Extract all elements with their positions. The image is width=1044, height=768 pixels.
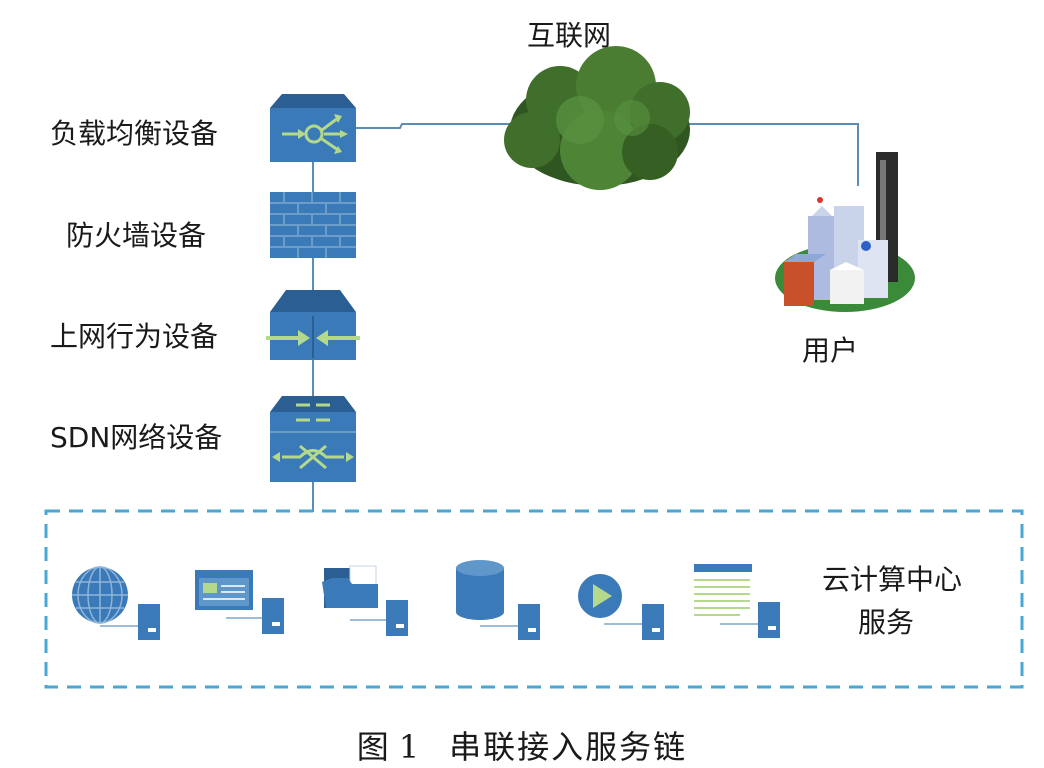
application-service-icon xyxy=(195,570,284,634)
file-service-folder-icon xyxy=(322,565,408,636)
sdn-switch-icon xyxy=(270,396,356,482)
user-city-icon xyxy=(775,152,915,312)
behavior-management-icon xyxy=(266,290,360,360)
cloud-center-dashed-box xyxy=(44,509,1024,689)
firewall-icon xyxy=(270,192,356,258)
cloud-center-label-line1: 云计算中心 xyxy=(822,563,963,596)
database-service-icon xyxy=(456,560,540,640)
user-label: 用户 xyxy=(802,334,859,367)
load-balancer-icon xyxy=(270,94,356,162)
internet-label: 互联网 xyxy=(527,19,612,52)
document-service-icon xyxy=(694,564,780,638)
device-label-firewall: 防火墙设备 xyxy=(66,219,207,252)
web-service-globe-icon xyxy=(72,566,160,640)
cloud-center-label-line2: 服务 xyxy=(858,606,915,639)
caption-figure: 图 xyxy=(356,728,391,766)
device-label-load-balancer: 负载均衡设备 xyxy=(50,117,219,150)
device-label-sdn: SDN网络设备 xyxy=(50,421,223,454)
media-service-play-icon xyxy=(578,574,664,640)
internet-user-link xyxy=(355,123,859,186)
caption-number: 1 xyxy=(398,728,422,766)
device-label-behavior-mgmt: 上网行为设备 xyxy=(50,320,219,353)
caption-title: 串联接入服务链 xyxy=(449,728,688,766)
internet-cloud-icon xyxy=(504,46,690,190)
